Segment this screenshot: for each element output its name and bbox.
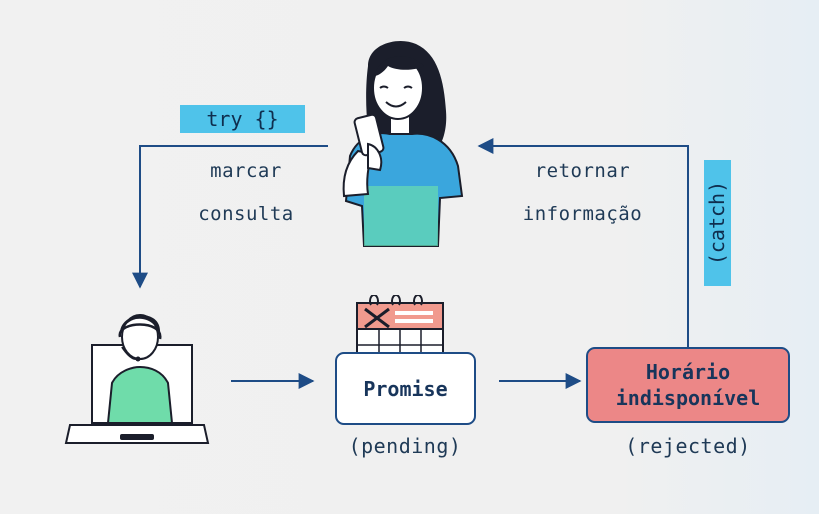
woman-with-phone-illustration — [342, 40, 464, 247]
promise-label: Promise — [363, 376, 448, 401]
right-label-line2: informação — [522, 203, 643, 225]
action-label-left: marcar consulta — [176, 150, 316, 236]
arrow-woman-to-agent — [132, 145, 328, 289]
arrow-rejected-to-woman — [477, 138, 689, 347]
promise-state-label: (pending) — [348, 434, 462, 458]
smile-shape — [385, 101, 407, 108]
headset-band — [118, 323, 162, 340]
promise-box: Promise — [335, 352, 476, 425]
support-agent-laptop-illustration — [64, 314, 210, 444]
left-label-line1: marcar — [210, 160, 282, 182]
right-label-line1: retornar — [534, 160, 631, 182]
headset-mic — [121, 346, 137, 360]
agent-shirt — [106, 365, 174, 424]
action-label-right: retornar informação — [500, 150, 665, 236]
catch-tag-text: (catch) — [705, 180, 730, 266]
catch-block-tag: (catch) — [704, 160, 731, 286]
rejected-state-label: (rejected) — [625, 434, 751, 458]
eyes-shape — [379, 85, 413, 89]
rejected-box: Horário indisponível — [586, 347, 790, 423]
agent-hair — [119, 315, 161, 335]
laptop-trackpad — [120, 434, 154, 440]
headset-mic-tip — [135, 356, 141, 362]
bangs-shape — [374, 56, 424, 76]
rejected-line1: Horário — [645, 360, 731, 384]
shirt-gradient — [364, 186, 438, 246]
try-block-tag: try {} — [180, 105, 305, 133]
hand-shape — [367, 142, 383, 172]
left-label-line2: consulta — [198, 203, 294, 225]
rejected-line2: indisponível — [615, 386, 761, 410]
